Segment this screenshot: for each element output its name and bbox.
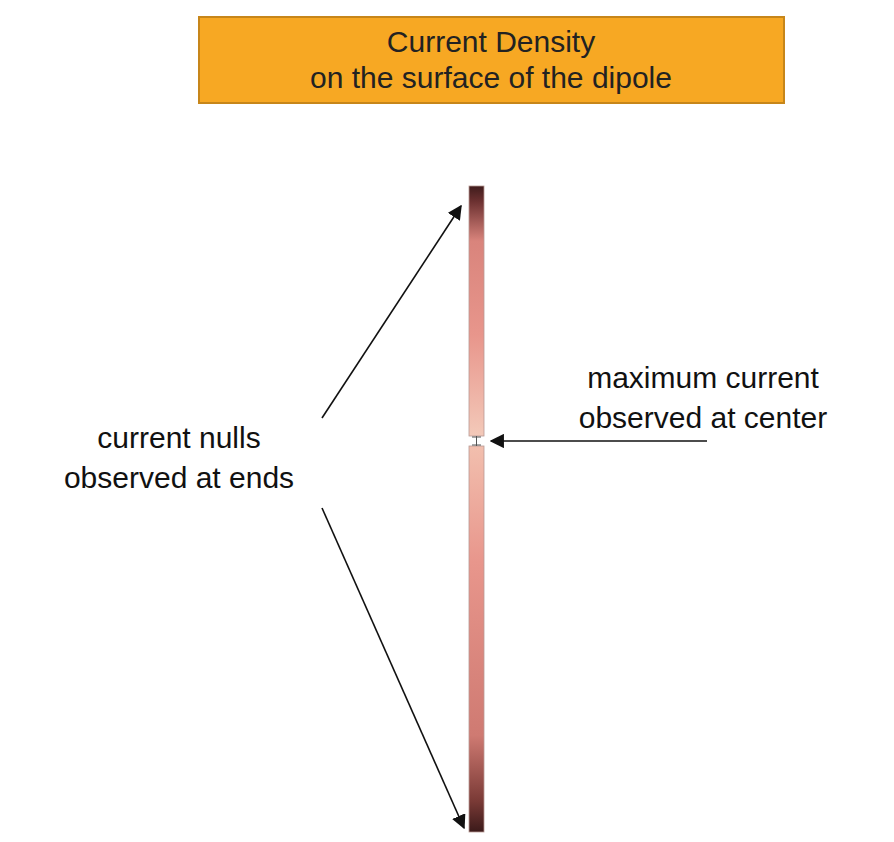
title-heading: Current Density [387,24,595,60]
center-annotation: maximum current observed at center [548,358,858,438]
ends-annotation: current nulls observed at ends [40,418,318,498]
dipole-lower-arm [469,446,484,832]
feed-gap [472,436,481,446]
dipole-upper-arm [469,186,484,436]
leader-arrow [491,440,707,442]
title-box: Current Densityon the surface of the dip… [198,16,785,104]
title-subheading: on the surface of the dipole [310,60,672,96]
leader-arrow [322,206,461,418]
leader-arrow [322,508,464,828]
